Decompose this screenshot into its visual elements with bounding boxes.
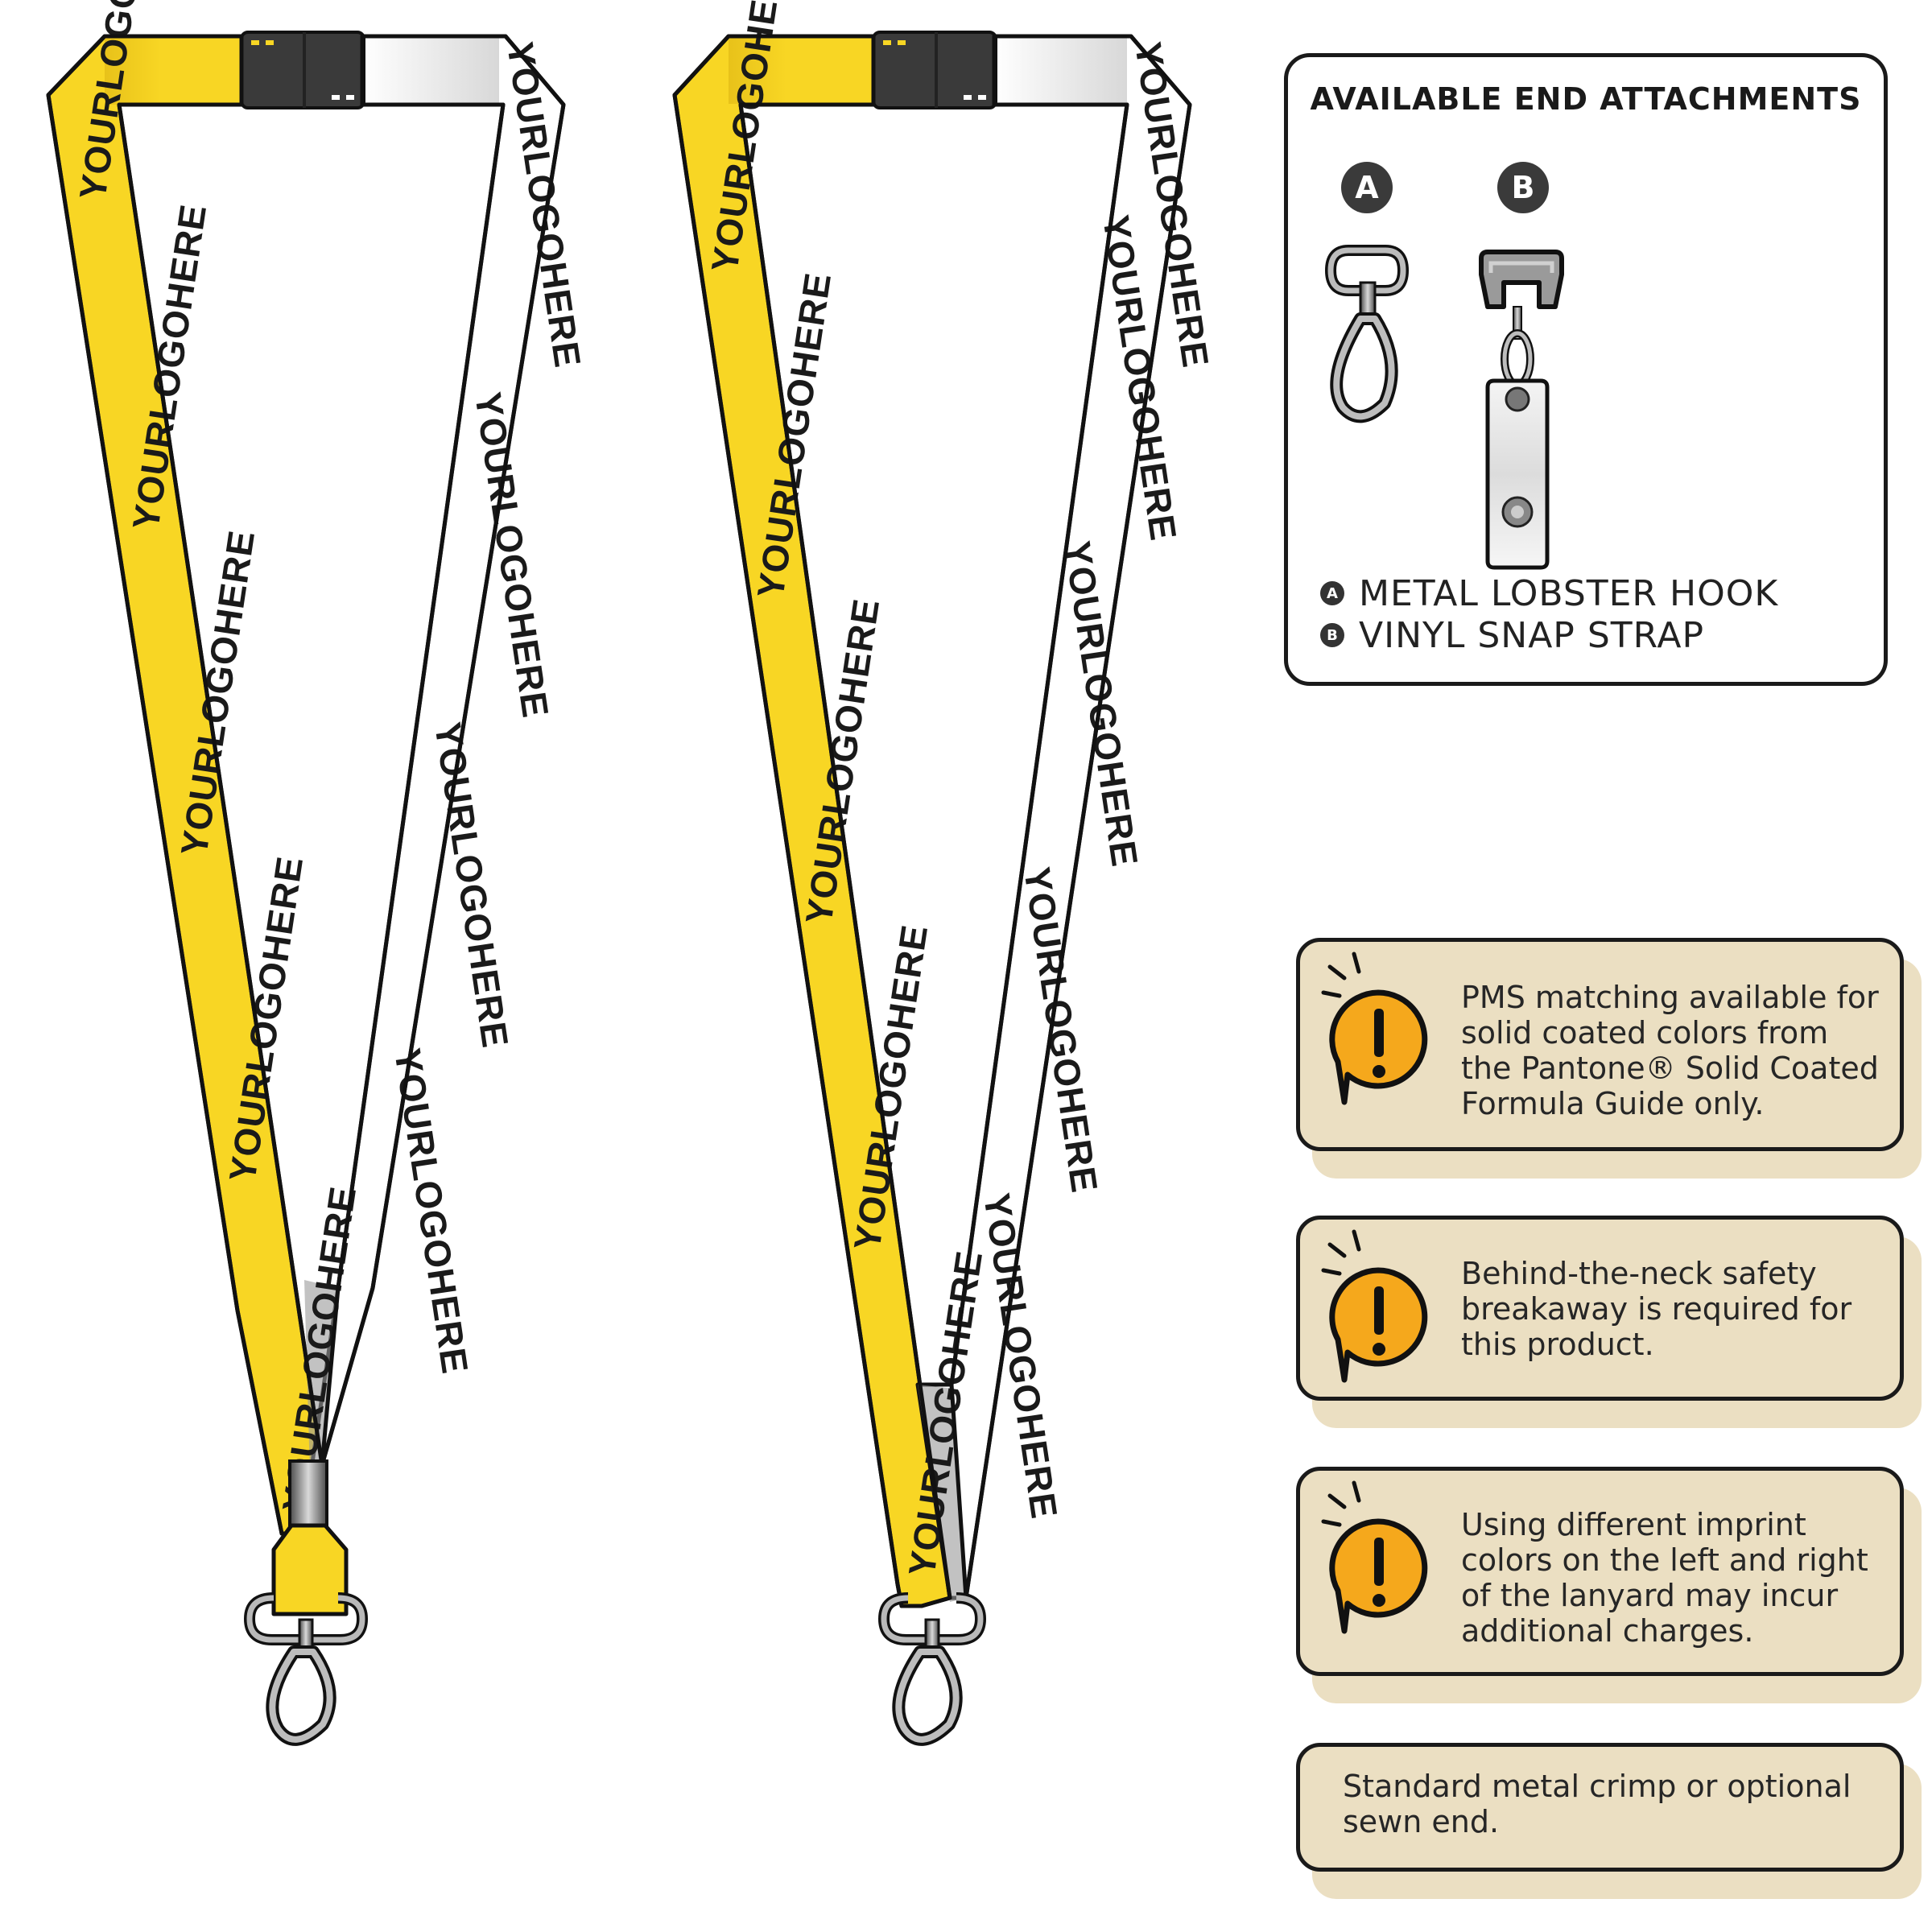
lanyard-lobster-hook: YOURLOGOHERE YOURLOGOHERE YOURLOGOHERE Y…: [46, 0, 589, 1746]
attachments-list: A METAL LOBSTER HOOK B VINYL SNAP STRAP: [1320, 572, 1778, 656]
note-breakaway: Behind-the-neck safety breakaway is requ…: [1296, 1216, 1922, 1428]
svg-text:B: B: [1512, 170, 1535, 205]
note-breakaway-text: Behind-the-neck safety breakaway is requ…: [1461, 1256, 1852, 1362]
note-imprint-text: Using different imprint colors on the le…: [1461, 1507, 1868, 1649]
lobster-hook-icon: [1324, 245, 1410, 423]
attachment-label-a: METAL LOBSTER HOOK: [1359, 572, 1779, 614]
note-pms-text: PMS matching available for solid coated …: [1461, 980, 1879, 1121]
attachment-label-b: VINYL SNAP STRAP: [1359, 614, 1705, 656]
note-crimp-text: Standard metal crimp or optional sewn en…: [1343, 1769, 1852, 1839]
warning-bubble-icon: [1321, 1480, 1428, 1634]
attachment-illustrations: A B: [1324, 162, 1564, 570]
warning-bubble-icon: [1321, 952, 1428, 1105]
logo-imprint: YOURLOGOHERE: [386, 1046, 477, 1377]
metal-crimp: [288, 1459, 328, 1529]
badge-a: A: [1341, 162, 1393, 213]
end-attachments-panel: AVAILABLE END ATTACHMENTS A B: [1284, 53, 1888, 686]
lanyard-second: YOURLOGOHERE YOURLOGOHERE YOURLOGOHERE Y…: [672, 0, 1217, 1746]
logo-imprint: YOURLOGOHERE: [427, 720, 517, 1051]
badge-a-small: A: [1320, 581, 1344, 605]
badge-b-small: B: [1320, 623, 1344, 647]
note-pms: PMS matching available for solid coated …: [1296, 938, 1922, 1179]
attachment-item-a: A METAL LOBSTER HOOK: [1320, 572, 1778, 614]
top-band-yellow: [105, 36, 246, 105]
warning-bubble-icon: [1321, 1229, 1428, 1383]
note-imprint-colors: Using different imprint colors on the le…: [1296, 1467, 1922, 1703]
note-crimp: Standard metal crimp or optional sewn en…: [1296, 1743, 1922, 1899]
attachments-title: AVAILABLE END ATTACHMENTS: [1310, 81, 1862, 117]
snap-strap-icon: [1479, 250, 1564, 570]
attachment-item-b: B VINYL SNAP STRAP: [1320, 614, 1778, 656]
svg-text:A: A: [1355, 170, 1379, 205]
badge-b: B: [1497, 162, 1549, 213]
